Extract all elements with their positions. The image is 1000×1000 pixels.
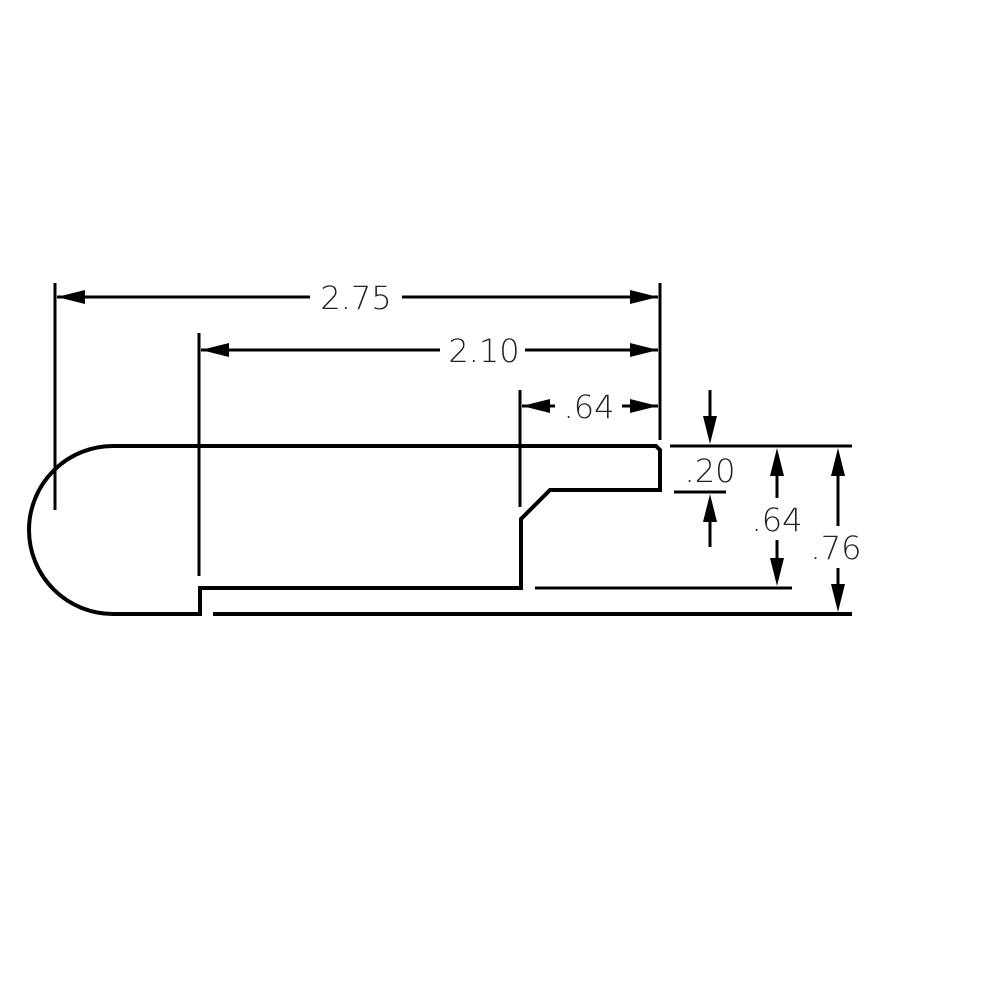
dimension-inner-width: 2.10 <box>201 332 658 370</box>
dimension-label: 2.75 <box>320 279 391 317</box>
dimension-label: .64 <box>564 388 615 426</box>
dimension-tongue-thickness: .20 <box>685 390 736 547</box>
dimension-label: .76 <box>811 529 862 567</box>
dimension-overall-width: 2.75 <box>57 279 658 317</box>
dimension-label: .20 <box>685 452 736 490</box>
dimension-overall-height: .76 <box>811 448 862 612</box>
profile-outline <box>27 444 662 616</box>
dimension-body-height: .64 <box>752 448 803 586</box>
dimension-label: .64 <box>752 501 803 539</box>
dimension-tongue-length: .64 <box>522 388 658 426</box>
dimension-label: 2.10 <box>448 332 519 370</box>
